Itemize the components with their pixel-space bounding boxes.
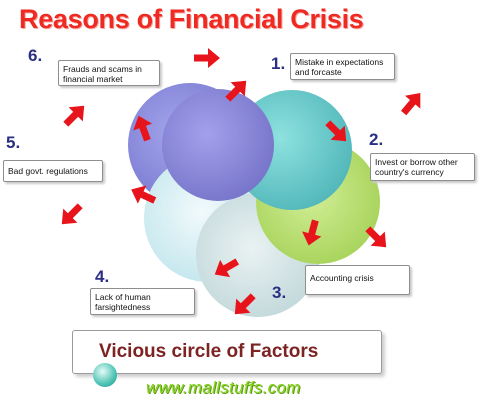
factor-number-3: 3. [272,283,287,302]
petal-mistake-expectations [162,89,274,201]
factor-number-6: 6. [28,46,43,65]
caption-text: Vicious circle of Factors [99,341,319,362]
caption-box: Vicious circle of Factors [72,330,382,374]
factor-number-5: 5. [6,133,21,152]
website-watermark: www.mallstuffs.com [146,378,301,397]
arrow-icon [194,48,220,68]
factor-label-6: Frauds and scams in financial market [58,60,160,86]
arrow-icon [395,86,429,120]
diagram-title: Reasons of Financial Crisis [19,4,364,34]
arrow-icon [58,98,92,132]
globe-icon [93,363,117,387]
factor-number-4: 4. [95,267,110,286]
factor-label-1: Mistake in expectations and forcaste [290,53,395,80]
factor-label-2: Invest or borrow other country's currenc… [370,153,475,181]
factor-label-5: Bad govt. regulations [3,160,103,182]
factor-number-2: 2. [369,130,384,149]
factor-label-4: Lack of human farsightedness [90,288,195,315]
arrow-icon [54,198,88,232]
factor-number-1: 1. [271,54,286,73]
factor-label-3: Accounting crisis [305,265,410,295]
